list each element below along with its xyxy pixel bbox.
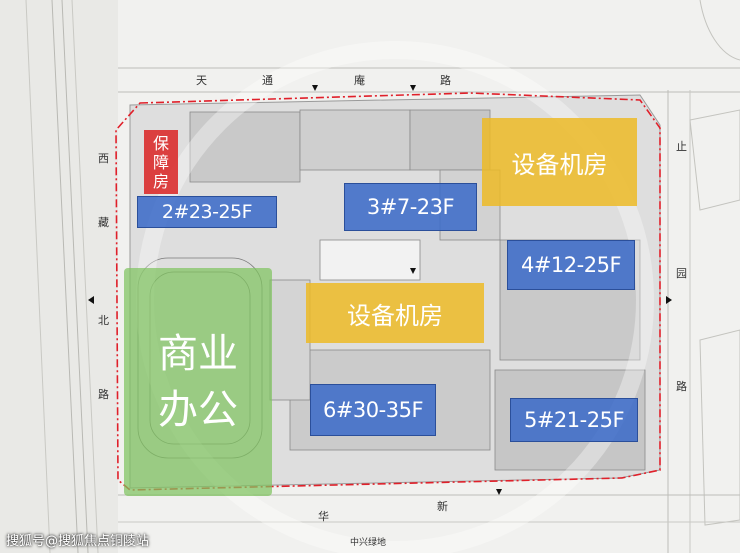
road-north-char-3: 庵 (354, 74, 365, 87)
road-south-char-2: 华 (318, 510, 329, 523)
housing-char-3: 房 (152, 171, 169, 191)
road-east-char-3: 路 (676, 380, 687, 393)
road-north-char-2: 通 (262, 74, 273, 87)
building-4-label: 4#12-25F (520, 253, 622, 277)
west-road-band (0, 0, 118, 553)
building-2-label: 2#23-25F (161, 201, 253, 223)
building-4[interactable]: 4#12-25F (507, 240, 635, 290)
road-west-char-2: 藏 (98, 216, 109, 229)
building-6[interactable]: 6#30-35F (310, 384, 436, 436)
road-north-char-1: 天 (196, 74, 207, 87)
building-5-label: 5#21-25F (523, 408, 625, 432)
building-3-label: 3#7-23F (366, 195, 455, 219)
housing-char-2: 障 (152, 152, 169, 172)
building-6-label: 6#30-35F (322, 398, 424, 422)
road-east-char-1: 止 (676, 140, 687, 153)
equipment-room-top-label: 设备机房 (511, 150, 608, 179)
building-3[interactable]: 3#7-23F (344, 183, 477, 231)
road-south-char-1: 新 (437, 500, 448, 513)
building-2[interactable]: 2#23-25F (137, 196, 277, 228)
commercial-label-line-1: 商业 (158, 331, 238, 377)
site-boundary (115, 92, 661, 491)
housing-char-1: 保 (152, 133, 169, 153)
equipment-room-middle[interactable]: 设备机房 (306, 283, 484, 343)
road-west-char-1: 西 (98, 152, 109, 165)
equipment-room-top[interactable]: 设备机房 (482, 118, 637, 206)
road-north-char-4: 路 (440, 74, 451, 87)
affordable-housing-zone[interactable]: 保 障 房 (144, 130, 178, 194)
commercial-label-line-2: 办公 (158, 387, 238, 433)
road-west-char-4: 路 (98, 388, 109, 401)
commercial-office-zone[interactable]: 商业 办公 (124, 268, 272, 496)
watermark: 搜狐号@搜狐焦点铜陵站 (6, 534, 150, 549)
building-5[interactable]: 5#21-25F (510, 398, 638, 442)
road-east-char-2: 园 (676, 267, 687, 280)
road-west-char-3: 北 (98, 314, 109, 327)
road-south-small-label: 中兴绿地 (350, 538, 387, 548)
equipment-room-middle-label: 设备机房 (347, 301, 443, 330)
